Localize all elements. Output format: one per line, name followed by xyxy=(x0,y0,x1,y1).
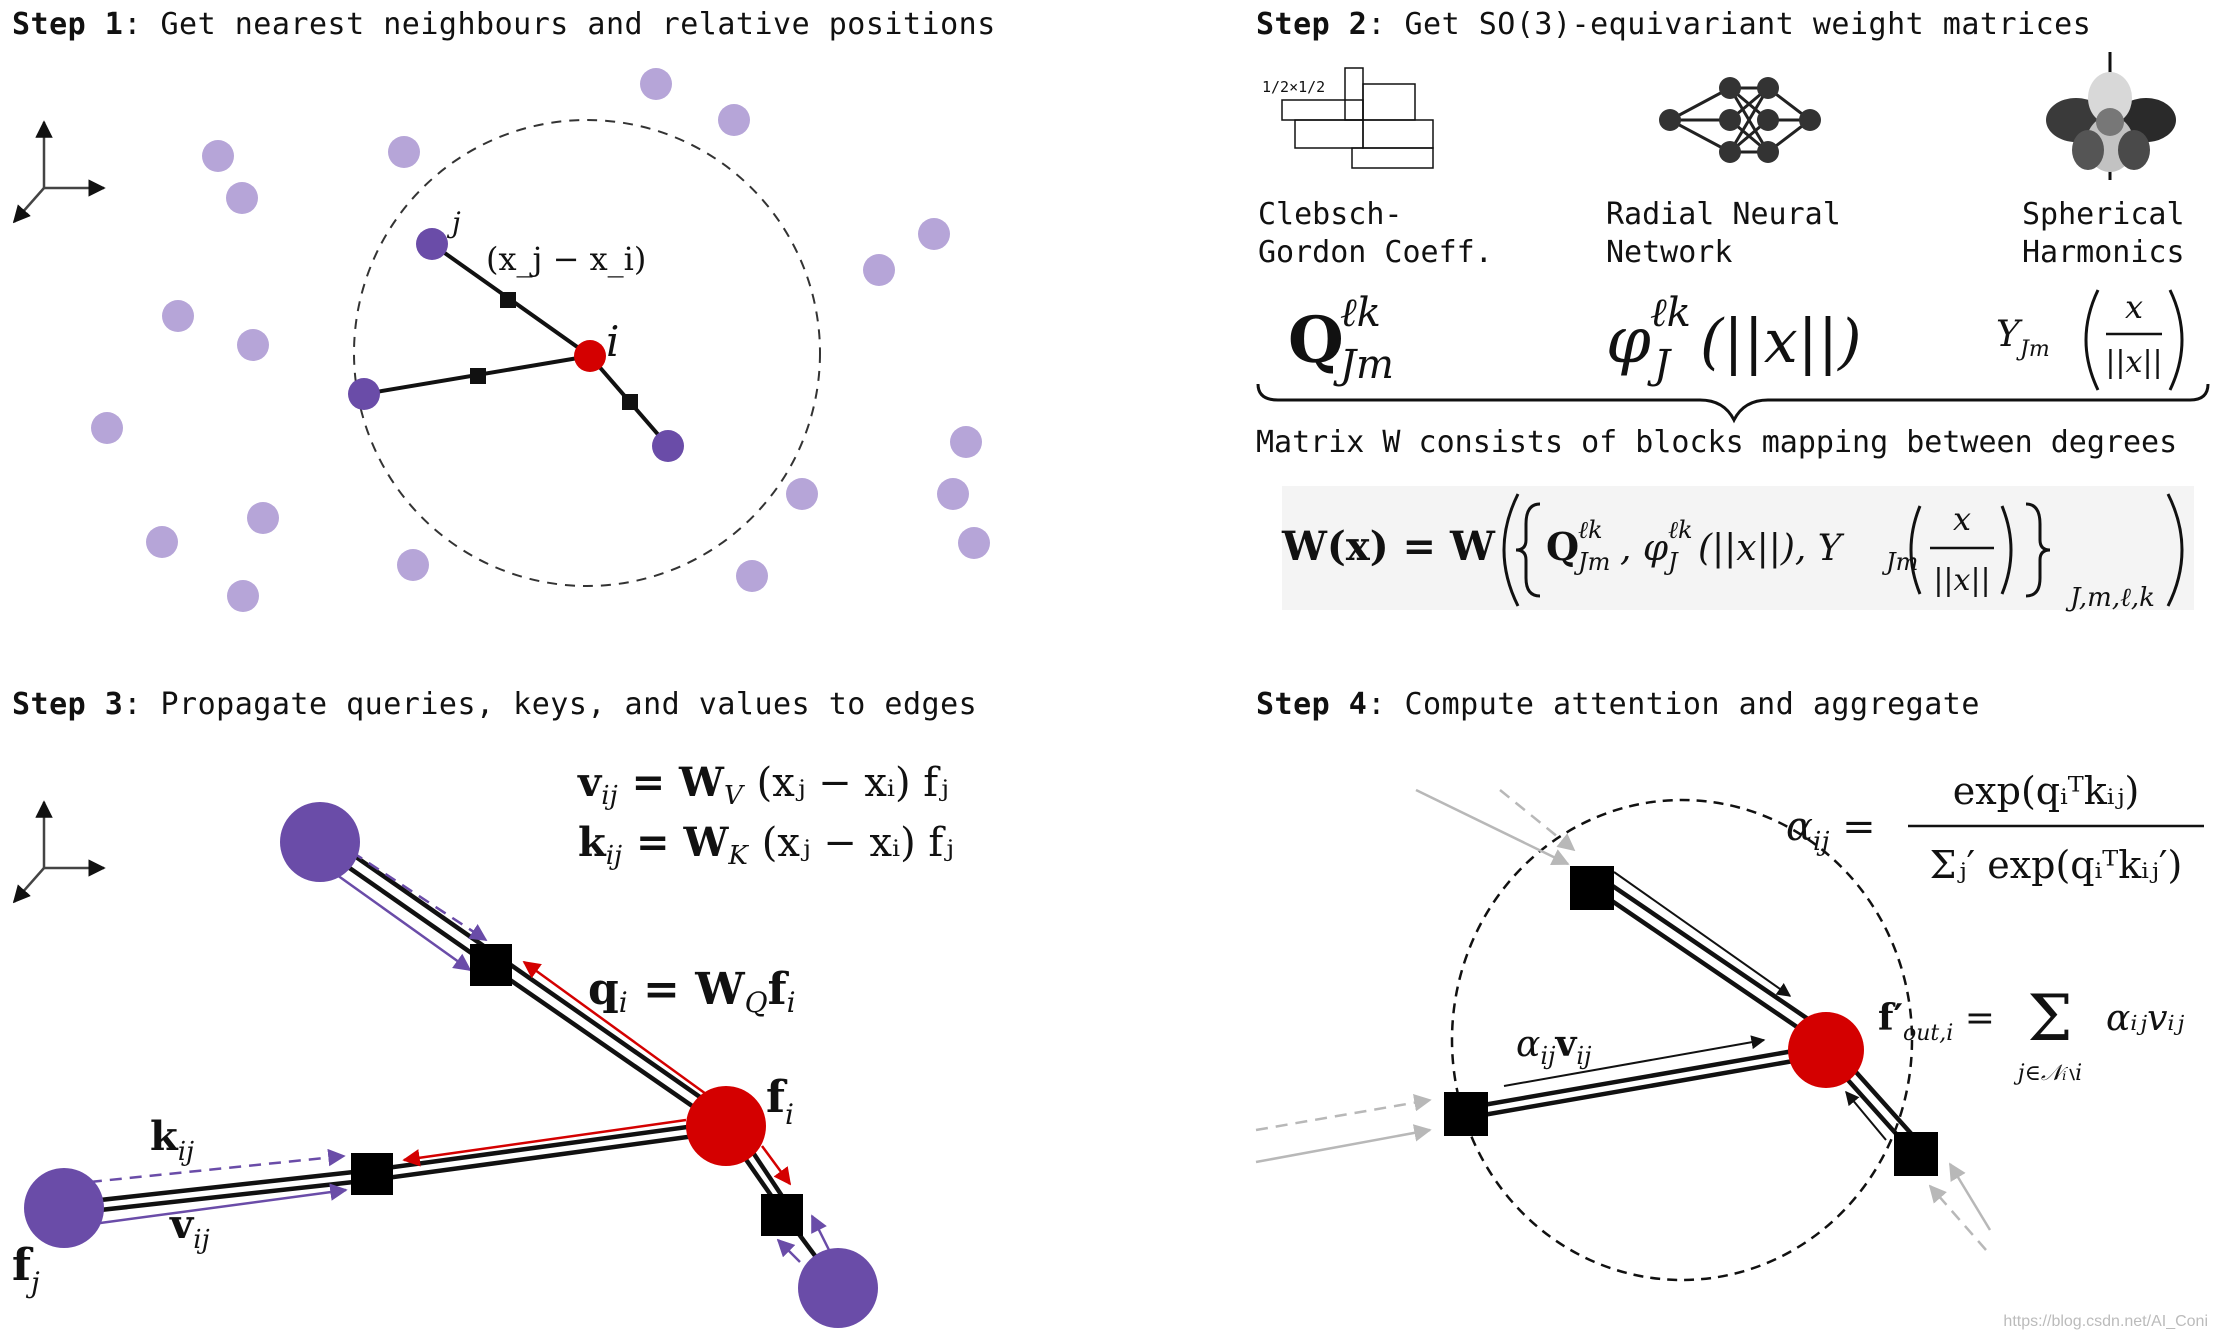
axes-icon xyxy=(12,120,106,224)
svg-text:Jm: Jm xyxy=(1573,548,1610,576)
svg-text:αᵢⱼvᵢⱼ: αᵢⱼvᵢⱼ xyxy=(2106,998,2185,1039)
aggregating-node xyxy=(1788,1012,1864,1088)
spherical-harmonics-icon xyxy=(2046,52,2176,180)
svg-text:Σ: Σ xyxy=(2027,982,2072,1056)
svg-text:W(x) = W: W(x) = W xyxy=(1281,523,1496,570)
svg-text:x: x xyxy=(2125,288,2143,326)
svg-text:Q: Q xyxy=(1546,524,1579,569)
svg-text:ℓk: ℓk xyxy=(1650,290,1691,336)
step4-edges xyxy=(1465,874,1926,1158)
svg-text:, φ: , φ xyxy=(1620,528,1669,569)
label-f-i: fi xyxy=(766,1072,794,1131)
attention-formula: αij = exp(qᵢᵀkᵢⱼ) Σⱼ′ exp(qᵢᵀkᵢⱼ′) xyxy=(1786,769,2204,887)
step1-heading: Step 1: Get nearest neighbours and relat… xyxy=(12,7,996,42)
step4-panel: Step 4: Compute attention and aggregate … xyxy=(1255,687,2208,1330)
neighbour-node-top xyxy=(280,802,360,882)
label-relative-position: (x_j − x_i) xyxy=(486,240,646,278)
distant-points xyxy=(91,68,990,612)
aggregation-formula: f′out,i = Σ j∈𝒩ᵢ∖i αᵢⱼvᵢⱼ xyxy=(1878,982,2185,1086)
label-j: j xyxy=(446,206,461,239)
svg-text:1/2×1/2: 1/2×1/2 xyxy=(1262,78,1325,96)
step3-edge-nodes xyxy=(351,944,803,1236)
step4-edge-nodes xyxy=(1444,866,1938,1176)
neighbourhood-ellipse xyxy=(1450,798,1914,1282)
rnn-caption-line2: Network xyxy=(1606,235,1732,270)
svg-text:||x||: ||x|| xyxy=(1933,563,1990,598)
grouping-brace xyxy=(1256,383,2210,424)
step3-arrows xyxy=(69,850,836,1263)
label-k-ij: kij xyxy=(150,1113,194,1167)
step2-panel: Step 2: Get SO(3)-equivariant weight mat… xyxy=(1256,7,2210,613)
step2-heading: Step 2: Get SO(3)-equivariant weight mat… xyxy=(1256,7,2091,42)
axes-icon-2 xyxy=(12,800,106,904)
neighbour-node-left xyxy=(24,1168,104,1248)
svg-text:||x||: ||x|| xyxy=(2105,345,2162,380)
center-node-i xyxy=(574,340,606,372)
label-v-ij: vij xyxy=(169,1201,210,1255)
rnn-caption-line1: Radial Neural xyxy=(1606,197,1841,232)
svg-text:(||x||), Y: (||x||), Y xyxy=(1698,528,1845,569)
svg-text:ℓk: ℓk xyxy=(1578,516,1603,544)
svg-text:ℓk: ℓk xyxy=(1340,290,1381,336)
edge-label-alpha-v: αijvij xyxy=(1516,1023,1592,1070)
formula-W: W(x) = W Q ℓk Jm , φ ℓk J (||x||), Y Jm … xyxy=(1281,486,2194,613)
svg-text:Jm: Jm xyxy=(2016,337,2050,362)
label-i: i xyxy=(606,317,619,366)
eq-value: vij = WV (xⱼ − xᵢ) fⱼ xyxy=(577,759,949,811)
svg-text:Jm: Jm xyxy=(1333,342,1394,388)
svg-text:J,m,ℓ,k: J,m,ℓ,k xyxy=(2065,583,2155,613)
step1-neighbours xyxy=(348,228,684,462)
step4-flow-arrows xyxy=(1503,871,1887,1141)
formula-Q: Q ℓk Jm xyxy=(1288,290,1394,388)
svg-text:j∈𝒩ᵢ∖i: j∈𝒩ᵢ∖i xyxy=(2013,1061,2082,1086)
svg-text:x: x xyxy=(1953,500,1971,538)
label-f-j: fj xyxy=(12,1240,40,1299)
cg-caption-line1: Clebsch- xyxy=(1258,197,1403,232)
svg-text:ℓk: ℓk xyxy=(1668,516,1693,544)
svg-text:f′out,i =: f′out,i = xyxy=(1878,997,1995,1046)
sh-caption-line2: Harmonics xyxy=(2022,235,2185,270)
neural-network-icon xyxy=(1659,77,1821,163)
svg-text:αij =: αij = xyxy=(1786,804,1876,857)
step1-edge-midpoints xyxy=(470,292,638,410)
svg-text:Σⱼ′ exp(qᵢᵀkᵢⱼ′): Σⱼ′ exp(qᵢᵀkᵢⱼ′) xyxy=(1930,843,2183,887)
formula-phi: φ ℓk J (||x||) xyxy=(1606,290,1862,388)
svg-text:exp(qᵢᵀkᵢⱼ): exp(qᵢᵀkᵢⱼ) xyxy=(1953,769,2140,813)
eq-key: kij = WK (xⱼ − xᵢ) fⱼ xyxy=(578,819,954,871)
svg-text:Q: Q xyxy=(1288,303,1344,378)
clebsch-gordon-table-icon: 1/2×1/2 xyxy=(1262,67,1434,169)
cg-caption-line2: Gordon Coeff. xyxy=(1258,235,1493,270)
svg-text:(||x||): (||x||) xyxy=(1700,307,1862,377)
formula-Y: Y Jm x ||x|| xyxy=(1996,288,2184,391)
sh-caption-line1: Spherical xyxy=(2022,197,2185,232)
center-node xyxy=(686,1086,766,1166)
watermark: https://blog.csdn.net/AI_Coni xyxy=(2003,1313,2208,1330)
svg-text:Y: Y xyxy=(1996,314,2023,355)
step1-panel: Step 1: Get nearest neighbours and relat… xyxy=(12,7,996,612)
step3-heading: Step 3: Propagate queries, keys, and val… xyxy=(12,687,977,722)
eq-query: qi = WQfi xyxy=(588,964,796,1019)
neighbour-node-bottom xyxy=(798,1248,878,1328)
brace-caption: Matrix W consists of blocks mapping betw… xyxy=(1256,425,2177,460)
incoming-gray-arrows xyxy=(1255,788,1992,1251)
cutoff-radius xyxy=(353,119,821,587)
svg-text:φ: φ xyxy=(1606,304,1651,378)
step3-panel: Step 3: Propagate queries, keys, and val… xyxy=(12,687,977,1328)
step4-heading: Step 4: Compute attention and aggregate xyxy=(1256,687,1980,722)
